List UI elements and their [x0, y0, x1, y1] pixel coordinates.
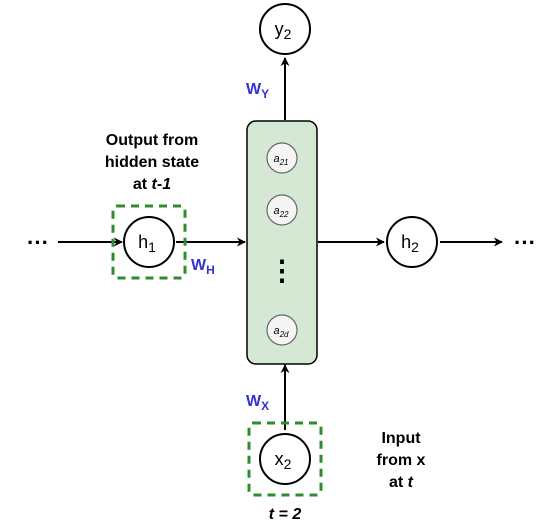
node-x2: x2 — [259, 433, 311, 485]
annotation-line: at t — [389, 474, 414, 491]
annotation-line: Output from — [106, 132, 198, 149]
ellipsis-left: ··· — [27, 230, 49, 255]
hidden-unit-circle — [266, 194, 298, 226]
hidden-unit-a21: a21 — [266, 142, 298, 174]
node-h2-circle — [386, 216, 438, 268]
hidden-units-vertical-ellipsis: ⋮ — [268, 255, 296, 286]
weight-label-wh: WH — [191, 257, 215, 277]
hidden-unit-a2d: a2d — [266, 314, 298, 346]
node-y2-circle — [259, 3, 311, 55]
hidden-layer-block — [246, 120, 318, 365]
hidden-unit-a22: a22 — [266, 194, 298, 226]
x2-dashed-highlight — [247, 421, 323, 497]
timestep-label: t = 2 — [269, 506, 302, 523]
hidden-unit-label: a22 — [273, 205, 289, 219]
hidden-unit-circle — [266, 142, 298, 174]
node-h1-label: h1 — [138, 232, 156, 255]
annotation-input-from-x: Input from x at t — [377, 430, 426, 491]
node-y2: y2 — [259, 3, 311, 55]
hidden-unit-label: a21 — [273, 153, 288, 167]
ellipsis-right: ··· — [514, 230, 536, 255]
h1-dashed-highlight — [111, 204, 187, 280]
node-h1: h1 — [123, 216, 175, 268]
node-h2: h2 — [386, 216, 438, 268]
annotation-line: at t-1 — [133, 176, 171, 193]
annotation-line: from x — [377, 452, 426, 469]
node-h1-circle — [123, 216, 175, 268]
node-x2-circle — [259, 433, 311, 485]
annotation-line: hidden state — [105, 154, 199, 171]
node-x2-label: x2 — [275, 449, 292, 472]
weight-label-wy: WY — [246, 81, 269, 101]
node-h2-label: h2 — [401, 232, 419, 255]
weight-label-wx: WX — [246, 393, 269, 413]
node-y2-label: y2 — [275, 19, 292, 42]
annotation-output-from-hidden-state: Output from hidden state at t-1 — [105, 132, 199, 193]
hidden-unit-label: a2d — [273, 325, 289, 339]
connectors — [58, 57, 503, 430]
annotation-line: Input — [381, 430, 421, 447]
hidden-unit-circle — [266, 314, 298, 346]
